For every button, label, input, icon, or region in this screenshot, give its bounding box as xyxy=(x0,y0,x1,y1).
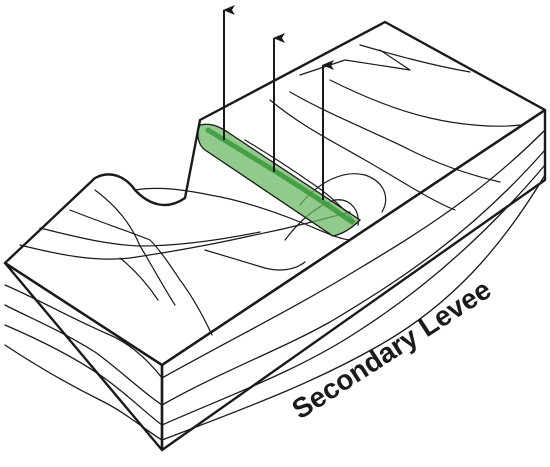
secondary-levee xyxy=(197,123,362,237)
strata-lines xyxy=(4,129,546,441)
levee-crest xyxy=(205,127,355,225)
diagram-caption: Secondary Levee xyxy=(286,274,496,425)
top-surface xyxy=(3,20,547,367)
surface-contours xyxy=(19,44,521,336)
right-face xyxy=(160,108,547,452)
block-outline xyxy=(3,20,547,452)
arrows xyxy=(223,5,334,200)
front-face xyxy=(3,261,164,452)
levee-ridge xyxy=(197,123,362,237)
